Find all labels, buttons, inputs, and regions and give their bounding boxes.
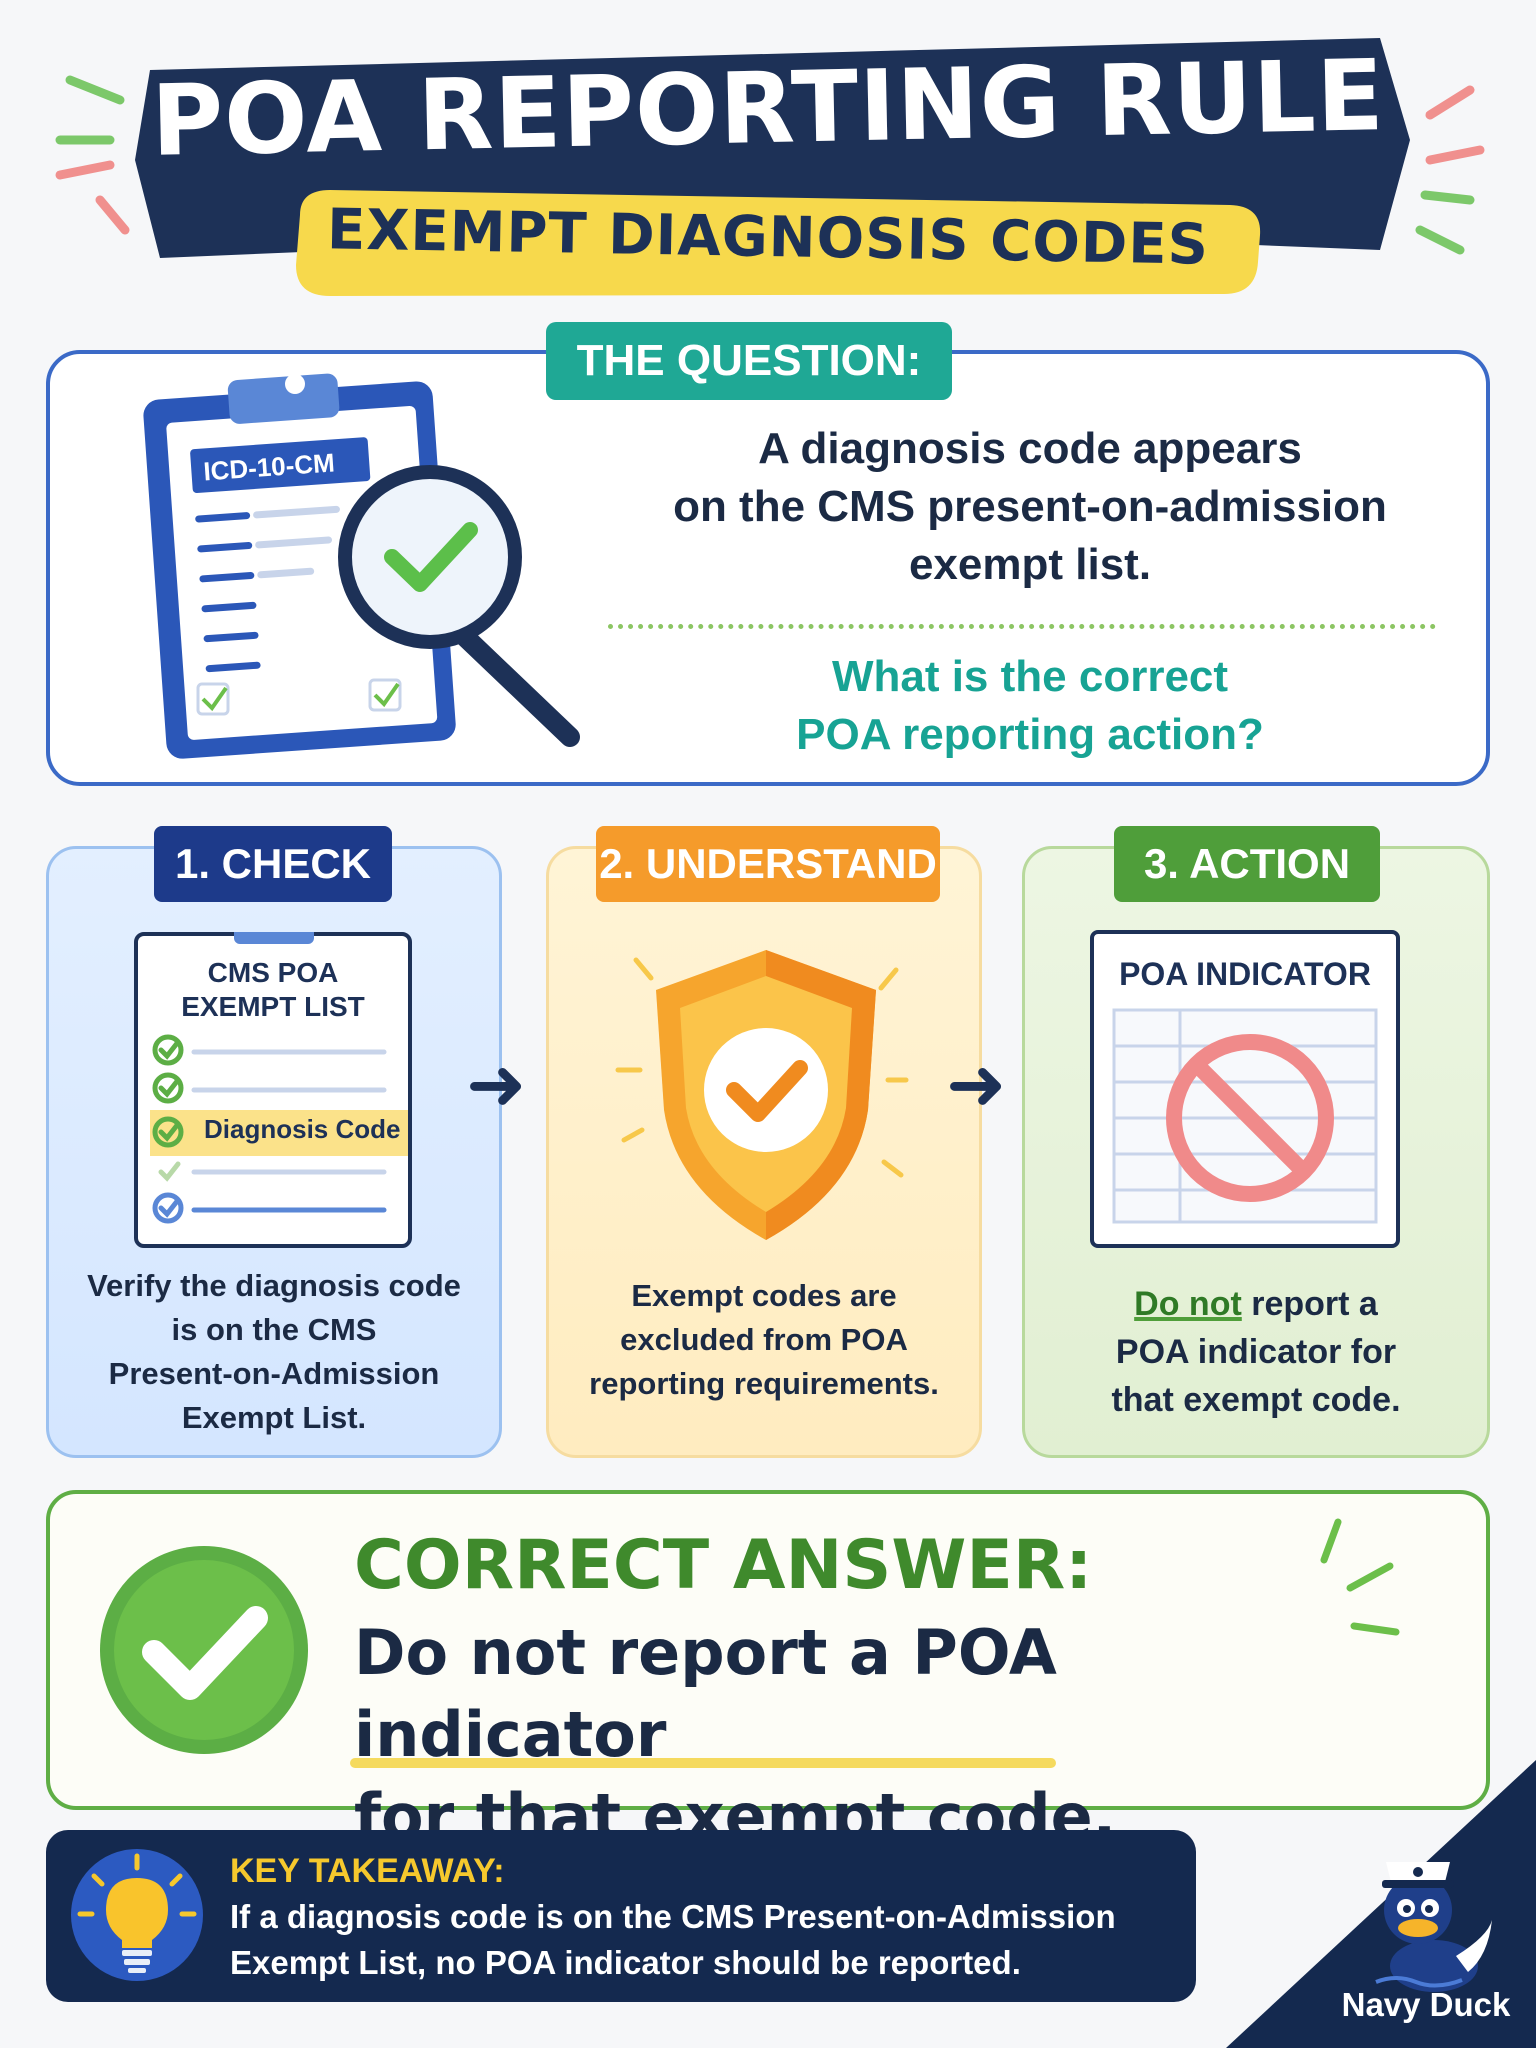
brand-name: Navy Duck [1341,1986,1511,2023]
check-circle-icon [100,1546,308,1754]
title-banner [55,38,1485,296]
step-understand-tag: 2. UNDERSTAND [596,826,940,902]
brand-corner [1226,1760,1536,2048]
clipboard-magnifier-icon: ICD-10-CM [143,373,580,759]
arrow-right-icon: ➜ [946,1045,1007,1125]
question-tag: THE QUESTION: [546,322,952,400]
diagnosis-code-label: Diagnosis Code [204,1114,401,1144]
question-prompt: What is the correct POA reporting action… [796,652,1264,759]
step-action-tag: 3. ACTION [1114,826,1380,902]
step-check-text: Verify the diagnosis code is on the CMS … [87,1268,461,1435]
answer-heading: CORRECT ANSWER: [354,1526,1093,1605]
question-divider [608,624,1436,629]
shield-check-icon [615,950,909,1240]
poa-indicator-grid [1112,1008,1378,1224]
key-takeaway-label: KEY TAKEAWAY: [230,1852,505,1890]
sparkle-icon [1320,1518,1400,1636]
prohibited-icon [1166,1034,1334,1202]
answer-text: Do not report a POA indicator for that e… [354,1616,1117,1853]
key-takeaway-bar [46,1830,1196,2002]
poa-indicator-title: POA INDICATOR [1119,956,1371,992]
question-text: A diagnosis code appears on the CMS pres… [673,424,1387,589]
exempt-list-icon [152,932,387,1224]
arrow-right-icon: ➜ [466,1045,527,1125]
key-takeaway-text: If a diagnosis code is on the CMS Presen… [230,1898,1116,1981]
exempt-list-title: CMS POA EXEMPT LIST [181,957,365,1022]
step-action-text: Do not report a POA indicator for that e… [1111,1285,1401,1419]
duck-logo-icon [1375,1862,1492,1992]
step-understand-text: Exempt codes are excluded from POA repor… [589,1278,939,1401]
lightbulb-icon [71,1849,203,1981]
answer-underline [350,1758,1056,1768]
diagnosis-code-highlight [150,1110,408,1156]
step-check-tag: 1. CHECK [154,826,392,902]
